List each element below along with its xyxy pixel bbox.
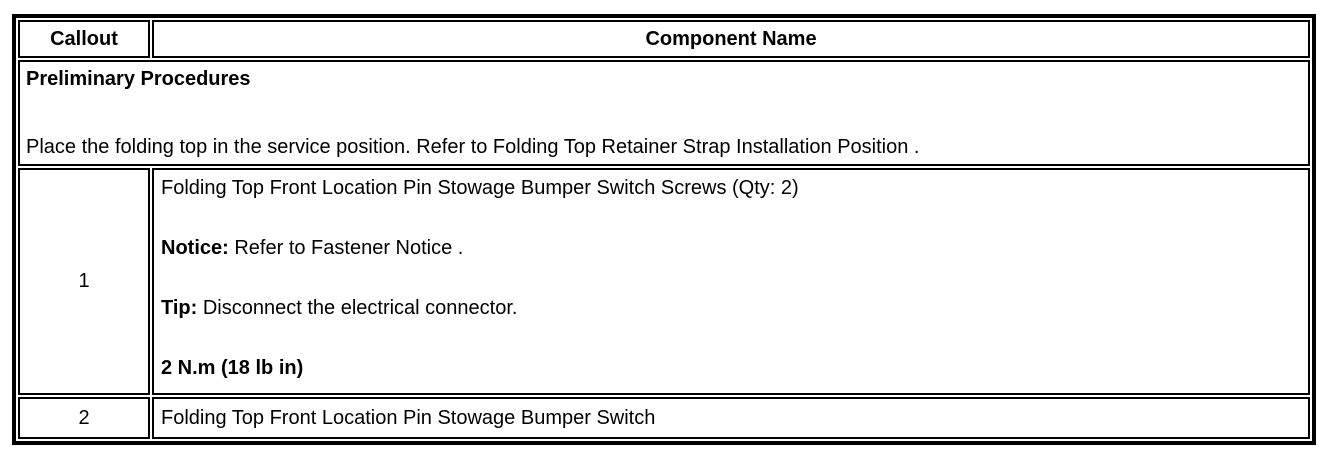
component-cell-1: Folding Top Front Location Pin Stowage B… xyxy=(152,168,1310,395)
callout-cell-2: 2 xyxy=(18,397,150,439)
component-line-text: Folding Top Front Location Pin Stowage B… xyxy=(161,177,799,199)
header-row: Callout Component Name xyxy=(18,20,1310,58)
table-row-2: 2 Folding Top Front Location Pin Stowage… xyxy=(18,397,1310,439)
component-name-line: Folding Top Front Location Pin Stowage B… xyxy=(161,176,1301,200)
component-table: Callout Component Name Preliminary Proce… xyxy=(12,14,1316,445)
torque-spec-value: 2 N.m (18 lb in) xyxy=(161,357,304,379)
torque-spec-line: 2 N.m (18 lb in) xyxy=(161,356,1301,380)
notice-label: Notice: xyxy=(161,237,229,259)
tip-label: Tip: xyxy=(161,297,198,319)
tip-text: Disconnect the electrical connector. xyxy=(197,297,518,319)
preliminary-cell: Preliminary Procedures Place the folding… xyxy=(18,60,1310,166)
callout-column-header: Callout xyxy=(18,20,150,58)
notice-line: Notice: Refer to Fastener Notice . xyxy=(161,236,1301,260)
tip-line: Tip: Disconnect the electrical connector… xyxy=(161,296,1301,320)
notice-text: Refer to Fastener Notice . xyxy=(228,237,464,259)
component-line-text: Folding Top Front Location Pin Stowage B… xyxy=(161,407,656,429)
preliminary-title: Preliminary Procedures xyxy=(26,68,251,90)
component-cell-2: Folding Top Front Location Pin Stowage B… xyxy=(152,397,1310,439)
callout-cell-1: 1 xyxy=(18,168,150,395)
preliminary-instruction: Place the folding top in the service pos… xyxy=(26,136,920,158)
component-name-line: Folding Top Front Location Pin Stowage B… xyxy=(161,406,1301,430)
component-column-header: Component Name xyxy=(152,20,1310,58)
preliminary-row: Preliminary Procedures Place the folding… xyxy=(18,60,1310,166)
table-row-1: 1 Folding Top Front Location Pin Stowage… xyxy=(18,168,1310,395)
